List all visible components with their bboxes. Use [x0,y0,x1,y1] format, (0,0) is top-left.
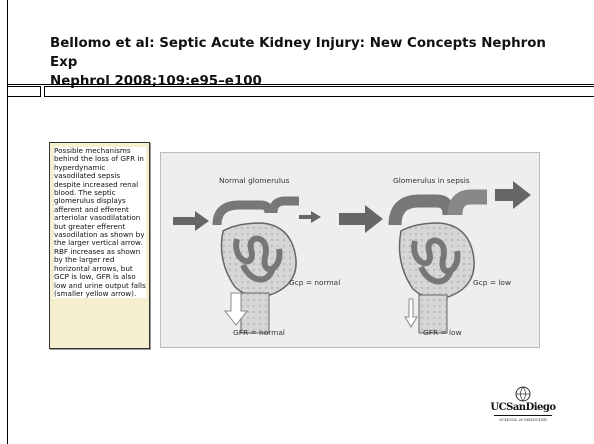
logo-rule [494,415,552,416]
normal-glomerulus-title: Normal glomerulus [219,176,290,185]
left-efferent-vessel [273,201,299,213]
right-bowman-capsule [400,223,475,299]
header-bar-small-box [7,86,41,97]
explanation-note-text: Possible mechanisms behind the loss of G… [54,147,146,298]
right-inflow-arrow [339,205,383,233]
right-gfr-label: GFR = low [423,328,462,337]
sepsis-glomerulus: Glomerulus in sepsis Gcp = low GFR = low [339,176,531,337]
sepsis-glomerulus-title: Glomerulus in sepsis [393,176,470,185]
right-urine-arrow [405,299,417,327]
glomerulus-figure: Normal glomerulus Gcp = normal GFR = nor… [160,152,540,348]
left-inflow-arrow [173,211,209,231]
left-bowman-capsule [222,223,297,297]
right-efferent-vessel [455,197,487,215]
left-gcp-label: Gcp = normal [289,278,340,287]
right-gcp-label: Gcp = low [473,278,511,287]
slide-left-border [7,0,8,444]
right-afferent-vessel [395,201,449,225]
normal-glomerulus: Normal glomerulus Gcp = normal GFR = nor… [173,176,340,337]
slide-title: Bellomo et al: Septic Acute Kidney Injur… [50,34,570,91]
slide-title-line-1: Bellomo et al: Septic Acute Kidney Injur… [50,34,570,72]
title-divider [7,84,594,85]
left-gfr-label: GFR = normal [233,328,285,337]
glomerulus-illustration: Normal glomerulus Gcp = normal GFR = nor… [161,153,541,349]
left-afferent-vessel [217,205,269,225]
explanation-note: Possible mechanisms behind the loss of G… [49,142,150,349]
logo-wordmark: UCSanDiego [490,402,556,413]
ucsd-logo: UCSanDiego SCHOOL of MEDICINE [490,385,556,425]
right-outflow-arrow [495,181,531,209]
left-outflow-arrow [299,211,321,223]
logo-subtitle: SCHOOL of MEDICINE [490,417,556,422]
header-bar-main-box [44,86,594,97]
